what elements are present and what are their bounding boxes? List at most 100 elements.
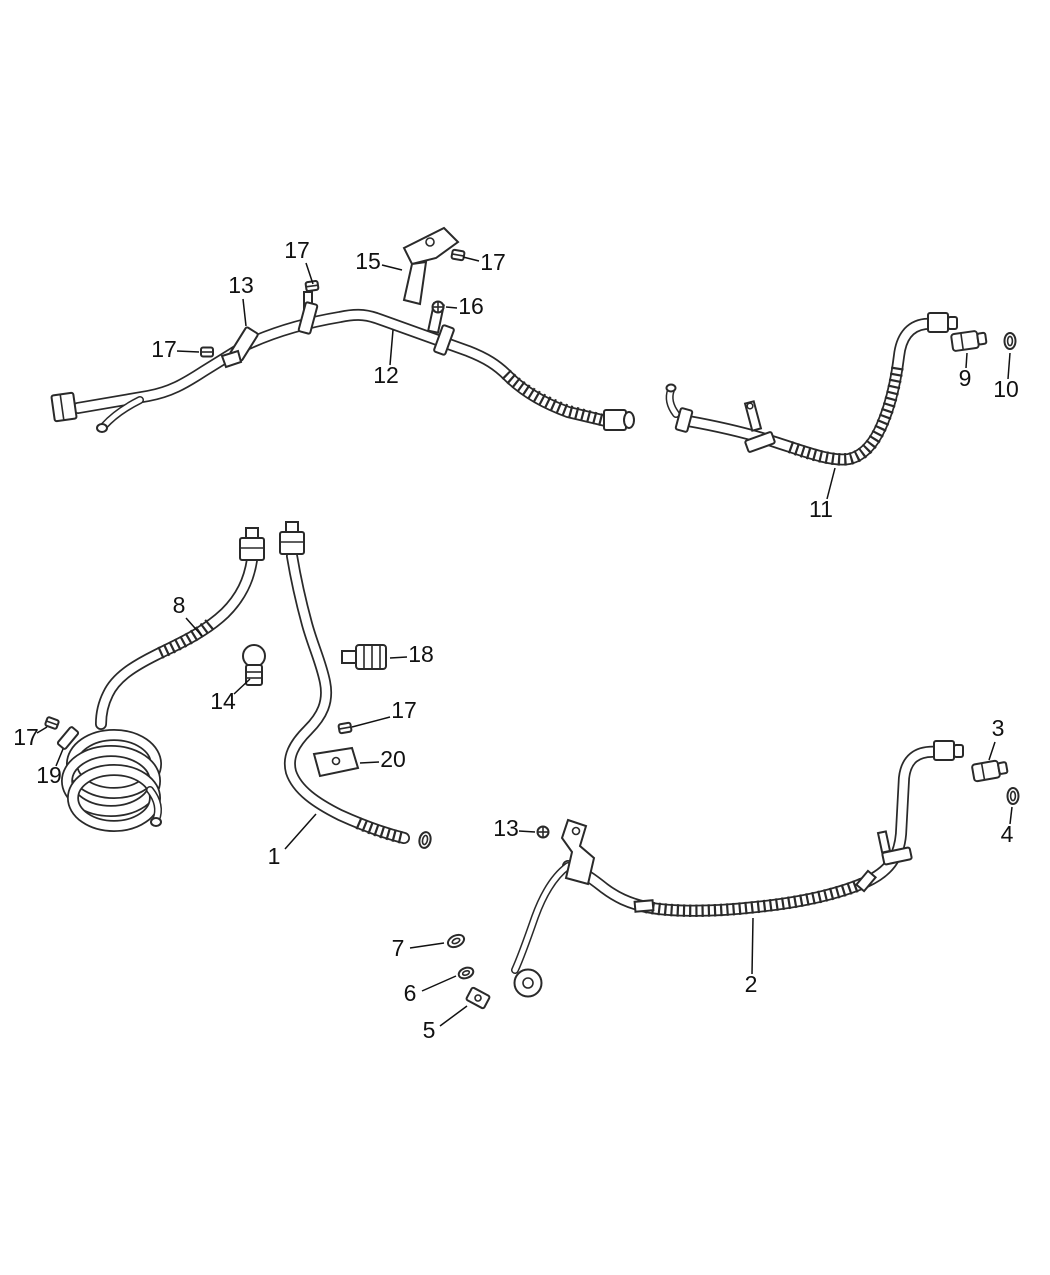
hose-2-core [563, 747, 943, 915]
callout-label-3-17: 3 [992, 715, 1005, 741]
callout-label-20-15: 20 [380, 746, 406, 772]
hose-12-branch-stub-core [101, 397, 143, 429]
coil-end [150, 817, 162, 827]
callout-label-17-13: 17 [391, 697, 417, 723]
clamp-13-tab [220, 349, 243, 369]
clamp-2 [876, 830, 913, 866]
fitting-9 [950, 330, 988, 352]
callout-label-6-23: 6 [404, 980, 417, 1006]
hose-12-core [73, 310, 611, 426]
hose-assembly-12 [50, 226, 635, 433]
callout-leader-17-5 [176, 350, 200, 353]
callout-leader-9-7 [965, 352, 968, 369]
banjo-end [513, 968, 543, 998]
washer-7 [446, 933, 466, 949]
bracket-20 [312, 746, 360, 778]
valve-14 [242, 644, 266, 686]
hose-assembly-2 [446, 740, 1020, 1010]
callout-label-16-4: 16 [458, 293, 484, 319]
mount-bracket [560, 818, 596, 886]
callout-leader-11-9 [826, 467, 836, 500]
hose-assembly-11 [665, 312, 1017, 466]
bolt-13 [536, 825, 550, 839]
callout-leader-6-23 [421, 975, 457, 992]
clamp-19 [56, 726, 80, 750]
clamp-bracket-11 [743, 400, 776, 453]
hose-11-left-fitting [674, 407, 694, 433]
screw-16 [431, 300, 445, 314]
callout-label-13-3: 13 [228, 272, 254, 298]
callout-leader-18-11 [389, 656, 408, 659]
junction-band-left [633, 899, 655, 913]
hose-12-right-coupler [603, 409, 635, 431]
callout-label-17-2: 17 [480, 249, 506, 275]
callout-leader-19-16 [55, 748, 64, 767]
fitting-5 [465, 986, 491, 1010]
callout-label-17-14: 17 [13, 724, 39, 750]
callout-label-13-20: 13 [493, 815, 519, 841]
callout-leader-12-6 [389, 329, 394, 366]
callout-label-15-1: 15 [355, 248, 381, 274]
callout-leader-13-3 [242, 298, 247, 327]
callout-label-1-19: 1 [268, 843, 281, 869]
callout-leader-7-21 [409, 942, 445, 949]
callout-leader-5-24 [439, 1005, 468, 1027]
callout-leader-14-12 [233, 678, 251, 695]
hose-8-top-connector [239, 527, 265, 561]
callout-label-19-16: 19 [36, 762, 62, 788]
o-ring-10 [1003, 332, 1017, 350]
hose-11-braid [787, 363, 905, 466]
nut-17-a [200, 346, 214, 358]
hose-11-stub-end [665, 383, 677, 393]
hose-11-core [683, 318, 949, 464]
callout-label-11-9: 11 [809, 496, 833, 522]
callout-leader-17-13 [351, 716, 391, 728]
callout-label-4-18: 4 [1001, 821, 1014, 847]
hose-assembly-8-1 [43, 521, 434, 850]
callout-leader-13-20 [518, 830, 536, 833]
hose-1-core [285, 551, 409, 843]
hose-11-elbow-fitting [927, 312, 958, 333]
callout-leader-16-4 [445, 306, 458, 309]
callout-label-17-5: 17 [151, 336, 177, 362]
hose-2-right-fitting [933, 740, 964, 761]
hose-1-corrugation [355, 817, 406, 845]
nut-17-c [450, 248, 466, 262]
hose-12-outline [72, 308, 612, 427]
callout-label-9-7: 9 [959, 365, 972, 391]
hose-8-core [96, 555, 257, 729]
callout-leader-8-10 [185, 617, 203, 637]
hose-2-tube-core [512, 863, 571, 973]
callout-label-2-22: 2 [745, 971, 758, 997]
callout-leader-3-17 [988, 741, 996, 761]
callout-label-5-24: 5 [423, 1017, 436, 1043]
callout-label-7-21: 7 [392, 935, 405, 961]
callout-leader-15-1 [381, 264, 403, 271]
callout-label-12-6: 12 [373, 362, 399, 388]
callout-leader-4-18 [1009, 806, 1013, 825]
hose-1-end-ring [416, 830, 434, 850]
callout-leader-17-0 [305, 262, 314, 285]
washer-6 [457, 966, 475, 980]
connector-18 [341, 644, 387, 670]
callout-label-8-10: 8 [173, 592, 186, 618]
hose-12-left-connector [50, 391, 78, 423]
coiled-hose [61, 729, 162, 832]
callout-leader-20-15 [359, 761, 380, 764]
o-ring-4 [1006, 787, 1020, 805]
hose-1-top-connector [279, 521, 305, 555]
fitting-3 [971, 759, 1009, 783]
hose-12-branch-end [96, 423, 108, 433]
callout-leader-2-22 [751, 917, 754, 975]
nut-17-d [337, 721, 353, 735]
callout-leader-17-14 [36, 726, 48, 734]
callout-label-17-0: 17 [284, 237, 310, 263]
junction-band-right [854, 869, 878, 893]
callout-leader-10-8 [1007, 352, 1011, 380]
callout-label-10-8: 10 [993, 376, 1019, 402]
callout-leader-1-19 [284, 813, 317, 850]
callout-label-14-12: 14 [210, 688, 236, 714]
